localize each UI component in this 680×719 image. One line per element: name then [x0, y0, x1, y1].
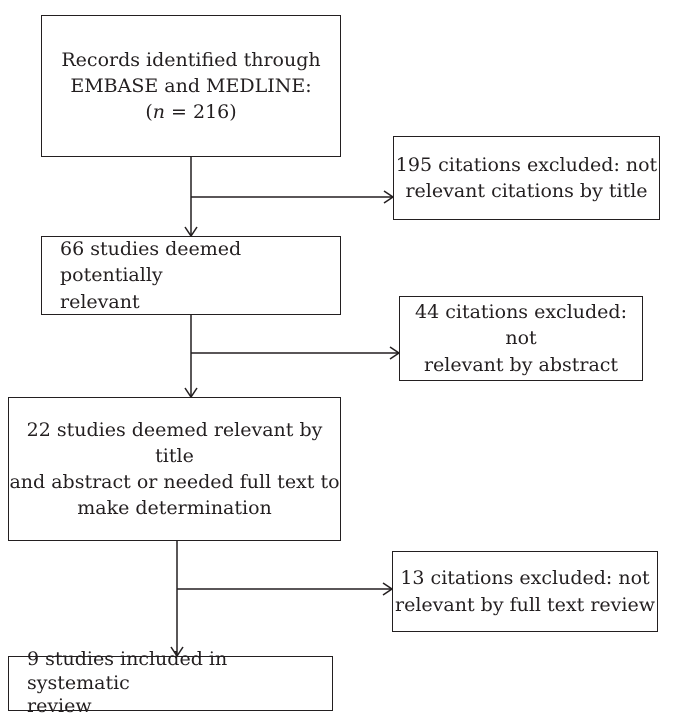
exclusion-abstract-line1: 44 citations excluded: not: [415, 301, 627, 350]
exclusion-abstract-box: 44 citations excluded: not relevant by a…: [399, 296, 643, 381]
included-line1: 9 studies included in systematic: [27, 647, 228, 694]
potentially-relevant-line1: 66 studies deemed potentially: [60, 238, 242, 287]
potentially-relevant-line2: relevant: [60, 290, 140, 313]
records-count-value: = 216): [164, 101, 237, 124]
records-count-open: (: [145, 101, 153, 124]
records-count: (n = 216): [61, 99, 320, 125]
relevant-line3: make determination: [77, 497, 272, 520]
exclusion-title-box: 195 citations excluded: not relevant cit…: [393, 136, 660, 220]
records-line2: EMBASE and MEDLINE:: [70, 74, 312, 97]
included-box: 9 studies included in systematic review: [8, 648, 333, 717]
relevant-title-abstract-box: 22 studies deemed relevant by title and …: [8, 397, 341, 541]
included-line2: review: [27, 695, 92, 718]
relevant-line2: and abstract or needed full text to: [9, 471, 340, 493]
exclusion-title-line1: 195 citations excluded: not: [395, 153, 658, 176]
records-identified-box: Records identified through EMBASE and ME…: [41, 15, 341, 157]
records-line1: Records identified through: [61, 48, 321, 71]
records-count-variable: n: [152, 101, 165, 124]
exclusion-fulltext-line1: 13 citations excluded: not: [400, 567, 650, 590]
exclusion-fulltext-line2: relevant by full text review: [395, 593, 655, 616]
exclusion-title-line2: relevant citations by title: [405, 180, 648, 202]
exclusion-fulltext-box: 13 citations excluded: not relevant by f…: [392, 551, 658, 632]
relevant-line1: 22 studies deemed relevant by title: [26, 418, 323, 467]
potentially-relevant-box: 66 studies deemed potentially relevant: [41, 236, 341, 315]
exclusion-abstract-line2: relevant by abstract: [423, 353, 619, 376]
